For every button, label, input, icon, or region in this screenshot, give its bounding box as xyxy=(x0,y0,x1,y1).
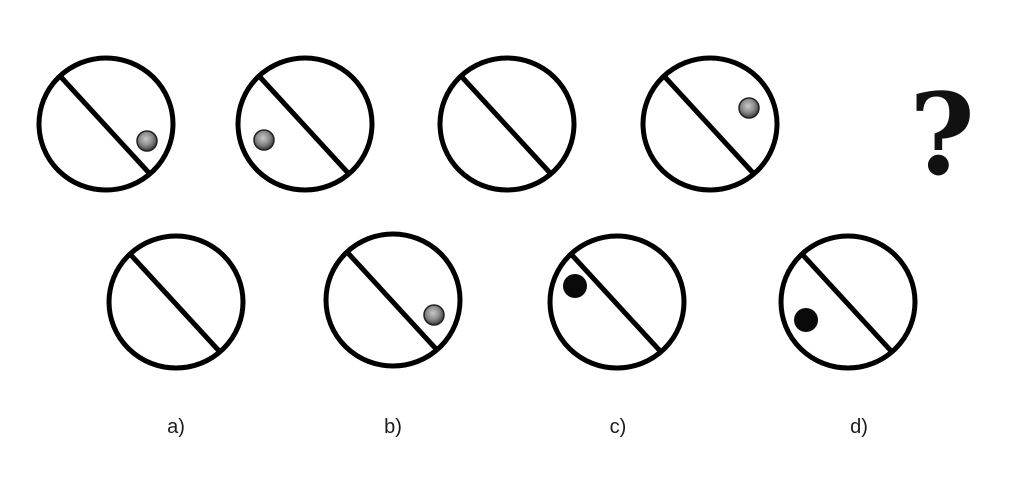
sequence-figure-4 xyxy=(640,55,780,193)
circle-outline xyxy=(778,233,918,371)
diagonal-line xyxy=(128,252,222,354)
sequence-figure-1 xyxy=(36,55,176,193)
option-b-figure[interactable] xyxy=(323,231,463,369)
gray-dot xyxy=(136,130,158,152)
gray-dot xyxy=(738,97,760,119)
gray-dot xyxy=(423,304,445,326)
diagonal-line xyxy=(58,74,152,176)
circle-outline xyxy=(437,55,577,193)
sequence-figure-2 xyxy=(235,55,375,193)
gray-dot xyxy=(253,129,275,151)
circle-outline xyxy=(235,55,375,193)
circle-outline xyxy=(547,233,687,371)
diagonal-line xyxy=(662,74,756,176)
question-mark: ? xyxy=(909,70,975,201)
diagonal-line xyxy=(569,252,663,354)
option-b-label[interactable]: b) xyxy=(384,416,402,438)
option-d-figure[interactable] xyxy=(778,233,918,371)
diagonal-line xyxy=(800,252,894,354)
circle-outline xyxy=(323,231,463,369)
option-a-figure[interactable] xyxy=(106,233,246,371)
option-d-label[interactable]: d) xyxy=(850,416,868,438)
black-dot xyxy=(563,274,587,298)
circle-outline xyxy=(36,55,176,193)
sequence-figure-3 xyxy=(437,55,577,193)
diagonal-line xyxy=(345,250,439,352)
black-dot xyxy=(794,308,818,332)
diagonal-line xyxy=(257,74,351,176)
circle-outline xyxy=(106,233,246,371)
option-c-label[interactable]: c) xyxy=(609,416,627,438)
option-c-figure[interactable] xyxy=(547,233,687,371)
diagonal-line xyxy=(459,74,553,176)
option-a-label[interactable]: a) xyxy=(167,416,185,438)
circle-outline xyxy=(640,55,780,193)
